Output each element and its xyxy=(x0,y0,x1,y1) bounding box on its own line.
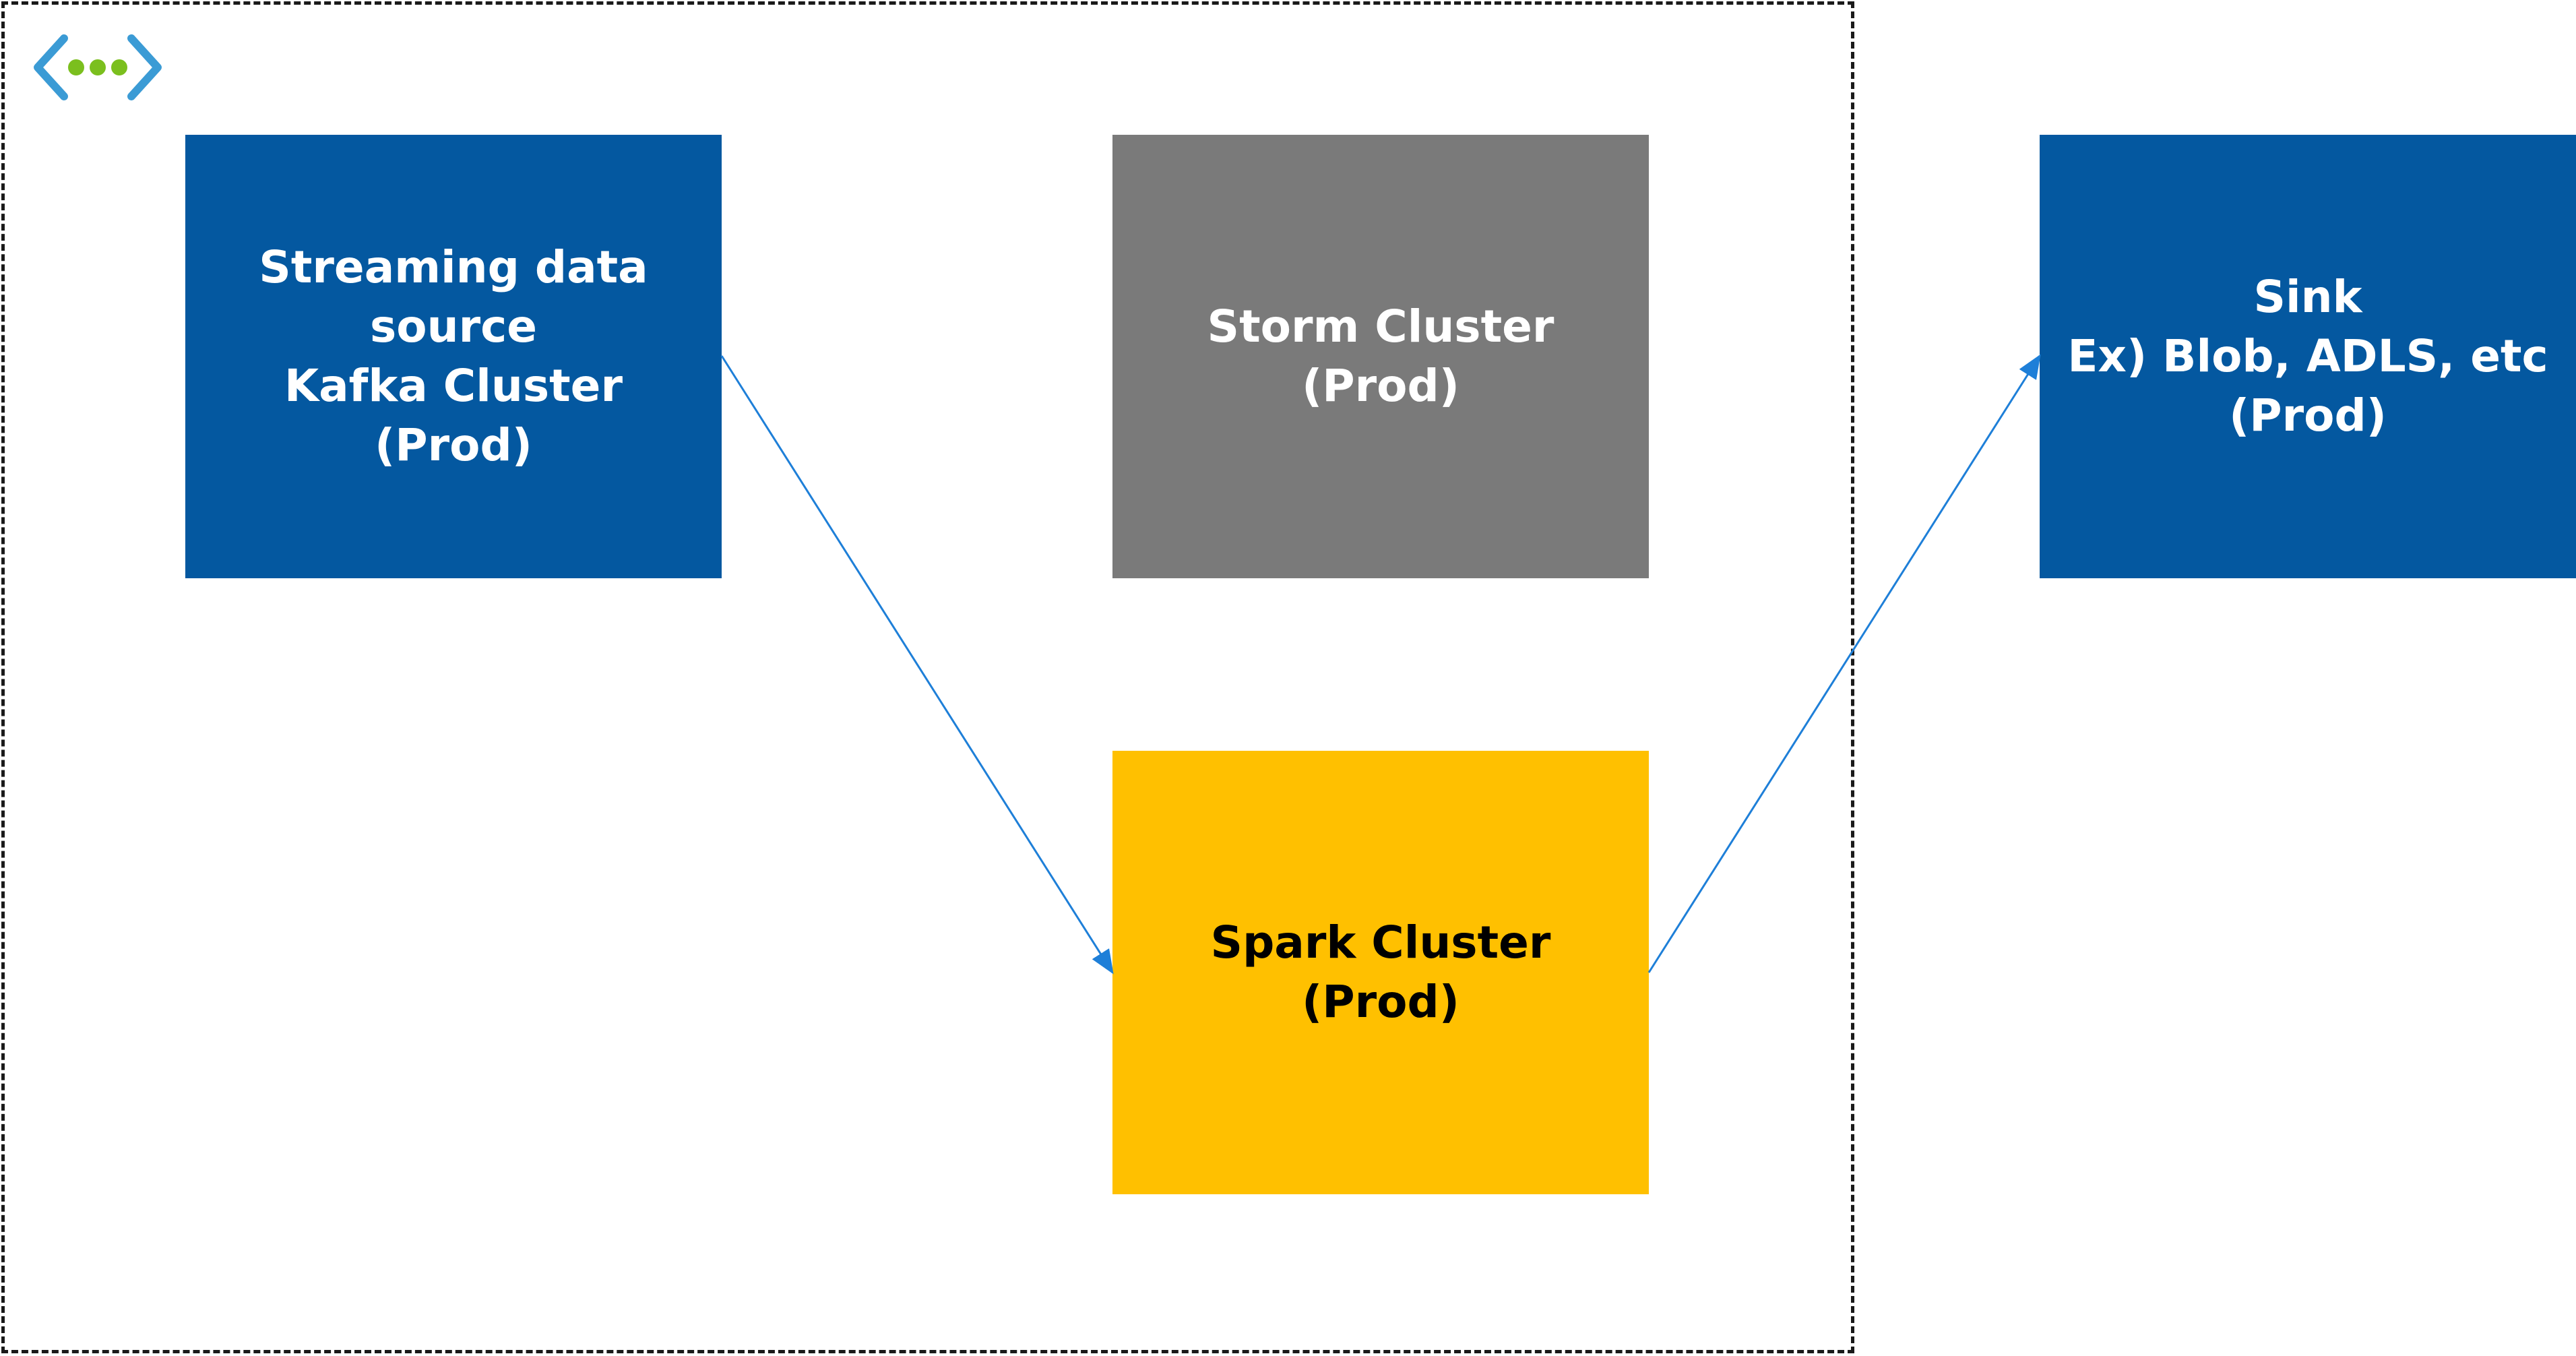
storm-label-line: Storm Cluster xyxy=(1207,301,1554,352)
kafka-label-line: Streaming data xyxy=(259,241,648,293)
kafka-label-line: source xyxy=(369,301,538,352)
vnet-dot xyxy=(90,59,106,75)
sink-node: Sink Ex) Blob, ADLS, etc (Prod) xyxy=(2040,135,2576,578)
vnet-dot xyxy=(68,59,84,75)
storm-cluster-node: Storm Cluster (Prod) xyxy=(1112,135,1649,578)
kafka-label-line: (Prod) xyxy=(375,419,532,471)
virtual-network-icon xyxy=(34,34,162,100)
sink-label-line: Ex) Blob, ADLS, etc xyxy=(2067,330,2548,382)
kafka-cluster-node: Streaming data source Kafka Cluster (Pro… xyxy=(185,135,722,578)
spark-label-line: Spark Cluster xyxy=(1210,917,1551,968)
sink-label-line: Sink xyxy=(2253,271,2362,323)
sink-label-line: (Prod) xyxy=(2229,390,2387,441)
spark-label-line: (Prod) xyxy=(1302,976,1459,1028)
spark-cluster-node: Spark Cluster (Prod) xyxy=(1112,751,1649,1194)
vnet-dot xyxy=(111,59,127,75)
vnet-left-bracket xyxy=(34,34,68,100)
kafka-label-line: Kafka Cluster xyxy=(284,360,623,412)
storm-label-line: (Prod) xyxy=(1302,360,1459,412)
vnet-right-bracket xyxy=(127,34,162,100)
